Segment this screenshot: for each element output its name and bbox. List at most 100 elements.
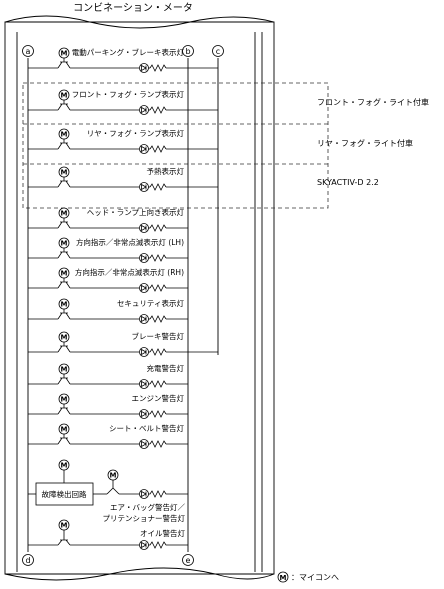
svg-text:M: M: [61, 92, 68, 100]
svg-text:b: b: [185, 47, 190, 56]
resistor-icon: [149, 145, 167, 153]
svg-text:M: M: [61, 210, 68, 218]
lamp-circuit-row: 方向指示／非常点滅表示灯 (LH): [28, 237, 188, 263]
lamp-label-engine-warning: エンジン警告灯: [132, 393, 185, 403]
lamp-circuit-row: エンジン警告灯: [28, 393, 188, 419]
indicator-lamp-icon: [139, 223, 149, 233]
lamp-label-airbag-2: プリテンショナー警告灯: [103, 513, 186, 523]
lamp-circuit-row: 予熱表示灯: [28, 166, 218, 192]
microcomputer-m-icon: M: [58, 166, 70, 178]
group-label-skyactiv: SKYACTIV-D 2.2: [317, 178, 379, 187]
resistor-icon: [149, 254, 167, 262]
microcomputer-m-icon: M: [58, 331, 70, 343]
lamp-label-glow: 予熱表示灯: [147, 166, 185, 176]
indicator-lamp-icon: [139, 540, 149, 550]
lamp-circuit-row: セキュリティ表示灯: [28, 298, 188, 324]
svg-text:d: d: [25, 556, 30, 565]
resistor-icon: [148, 541, 188, 549]
svg-text:M: M: [61, 366, 68, 374]
lamp-label-brake-warning: ブレーキ警告灯: [132, 331, 185, 341]
lamp-circuit-row: ヘッド・ランプ上向き表示灯: [28, 207, 188, 233]
svg-text:c: c: [216, 47, 220, 56]
microcomputer-m-icon: M: [58, 207, 70, 219]
svg-text:M: M: [61, 50, 68, 58]
microcomputer-m-icon: M: [58, 393, 70, 405]
indicator-lamp-icon: [139, 182, 149, 192]
group-label-rear-fog: リヤ・フォグ・ライト付車: [317, 138, 413, 148]
lamp-label-turn-lh: 方向指示／非常点滅表示灯 (LH): [76, 237, 184, 247]
node-a: a: [22, 45, 34, 57]
indicator-lamp-icon: [139, 439, 149, 449]
fault-circuit-label: 故障検出回路: [42, 489, 87, 499]
fault-detection-circuit: 故障検出回路: [35, 482, 94, 506]
lamp-label-front-fog: フロント・フォグ・ランプ表示灯: [72, 89, 185, 99]
svg-text:M: M: [61, 462, 68, 470]
node-b: b: [182, 45, 194, 57]
resistor-icon: [149, 348, 167, 356]
svg-text:M: M: [61, 131, 68, 139]
microcomputer-m-icon: M: [58, 128, 70, 140]
lamp-circuit-row: ブレーキ警告灯: [28, 331, 218, 357]
microcomputer-m-icon: M: [58, 267, 70, 279]
microcomputer-m-icon: M: [58, 423, 70, 435]
resistor-icon: [149, 284, 167, 292]
legend: M ：マイコンへ: [277, 571, 339, 583]
microcomputer-m-icon: M: [107, 469, 119, 481]
node-d: d: [22, 554, 34, 566]
meter-housing: [4, 15, 275, 581]
indicator-lamp-icon: [139, 253, 149, 263]
option-boxes: [22, 82, 329, 209]
svg-text:M: M: [280, 574, 287, 582]
bus-lines: [27, 58, 219, 552]
m-symbol-icon: M: [277, 571, 289, 583]
indicator-lamp-icon: [139, 283, 149, 293]
group-label-front-fog: フロント・フォグ・ライト付車: [317, 97, 429, 107]
microcomputer-m-icon: M: [58, 47, 70, 59]
indicator-lamp-icon: [139, 379, 149, 389]
resistor-icon: [148, 490, 188, 498]
lamp-circuit-row: フロント・フォグ・ランプ表示灯: [28, 89, 218, 115]
node-e: e: [182, 554, 194, 566]
lamp-circuits: 電動パーキング・ブレーキ表示灯Mフロント・フォグ・ランプ表示灯Mリヤ・フォグ・ラ…: [28, 47, 218, 550]
diagram-title: コンビネーション・メータ: [73, 2, 193, 14]
lamp-label-security: セキュリティ表示灯: [117, 298, 185, 308]
resistor-icon: [149, 106, 167, 114]
svg-text:M: M: [110, 472, 117, 480]
svg-text:M: M: [61, 270, 68, 278]
indicator-lamp-icon: [139, 409, 149, 419]
svg-text:M: M: [61, 169, 68, 177]
resistor-icon: [149, 440, 167, 448]
lamp-label-seat-belt: シート・ベルト警告灯: [109, 423, 184, 433]
lamp-label-rear-fog: リヤ・フォグ・ランプ表示灯: [87, 128, 185, 138]
lamp-label-airbag-1: エア・バッグ警告灯／: [110, 502, 185, 512]
microcomputer-m-icon: M: [58, 298, 70, 310]
svg-text:M: M: [61, 522, 68, 530]
indicator-lamp-icon: [139, 314, 149, 324]
resistor-icon: [149, 64, 167, 72]
microcomputer-m-icon: M: [58, 459, 70, 471]
lamp-circuit-row: 電動パーキング・ブレーキ表示灯: [28, 47, 218, 73]
svg-text:a: a: [26, 47, 31, 56]
indicator-lamp-icon: [139, 347, 149, 357]
lamp-circuit-row: 充電警告灯: [28, 363, 188, 389]
resistor-icon: [149, 380, 167, 388]
microcomputer-m-icon: M: [58, 363, 70, 375]
svg-text:M: M: [61, 334, 68, 342]
svg-text:M: M: [61, 426, 68, 434]
svg-text:e: e: [186, 556, 191, 565]
resistor-icon: [149, 183, 167, 191]
node-c: c: [212, 45, 224, 57]
microcomputer-m-icon: M: [58, 237, 70, 249]
resistor-icon: [149, 410, 167, 418]
microcomputer-m-icon: M: [58, 519, 70, 531]
legend-text: ：マイコンへ: [291, 573, 339, 582]
lamp-circuit-row: リヤ・フォグ・ランプ表示灯: [28, 128, 218, 154]
svg-text:M: M: [61, 240, 68, 248]
resistor-icon: [149, 315, 167, 323]
svg-text:M: M: [61, 301, 68, 309]
lamp-circuit-row: シート・ベルト警告灯: [28, 423, 188, 449]
microcomputer-m-icon: M: [58, 89, 70, 101]
lamp-label-turn-rh: 方向指示／非常点滅表示灯 (RH): [75, 267, 184, 277]
indicator-lamp-icon: [139, 144, 149, 154]
